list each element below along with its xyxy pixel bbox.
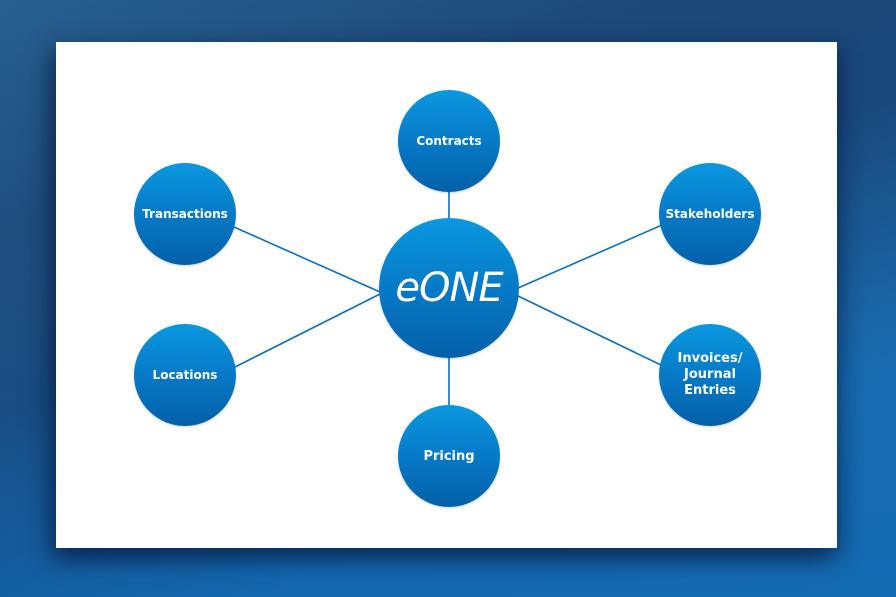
hub-label: eONE — [395, 265, 503, 311]
connector-stakeholders — [517, 224, 663, 289]
node-transactions: Transactions — [134, 163, 236, 265]
node-label-locations: Locations — [152, 367, 218, 382]
connector-transactions — [233, 226, 381, 293]
node-label-contracts: Contracts — [416, 133, 482, 148]
node-pricing: Pricing — [398, 405, 500, 507]
node-label-stakeholders: Stakeholders — [665, 206, 755, 221]
node-contracts: Contracts — [398, 90, 500, 192]
connector-lines — [233, 183, 663, 405]
hub-node-eone: eONE — [379, 218, 519, 358]
node-stakeholders: Stakeholders — [659, 163, 761, 265]
node-label-pricing: Pricing — [423, 448, 475, 464]
node-label-transactions: Transactions — [142, 206, 228, 221]
connector-locations — [234, 293, 381, 368]
node-label-invoices: Invoices/ Journal Entries — [677, 351, 743, 398]
diagram-card: eONE Contracts Transactions Stakeholders… — [56, 42, 837, 548]
connector-invoices — [517, 295, 662, 366]
node-locations: Locations — [134, 324, 236, 426]
node-invoices-journal-entries: Invoices/ Journal Entries — [659, 324, 761, 426]
